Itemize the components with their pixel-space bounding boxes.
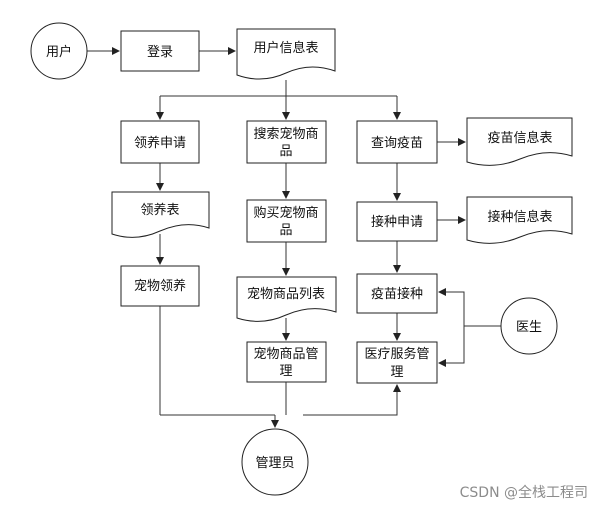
search-pet-label-line2: 品 [279,144,292,159]
buy-pet-label-line2: 品 [279,223,292,238]
search-pet-label-line1: 搜索宠物商 [253,126,318,142]
user-label: 用户 [46,44,72,60]
pet-list-table-node: 宠物商品列表 [236,276,337,322]
buy-pet-label-line1: 购买宠物商 [253,205,318,221]
vaccine-info-table-node: 疫苗信息表 [466,117,573,166]
vacc-info-table-node: 接种信息表 [466,196,573,244]
doctor-label: 医生 [516,320,542,335]
user-node: 用户 [30,22,88,80]
search-pet-node: 搜索宠物商 品 [246,120,327,164]
vaccine-info-table-label: 疫苗信息表 [487,130,552,146]
doctor-node: 医生 [500,297,558,355]
adopt-table-node: 领养表 [111,191,210,238]
pet-mgmt-label-line2: 理 [279,364,292,379]
edge-doctor-vaccinate [438,288,501,327]
user-info-table-label: 用户信息表 [253,40,318,56]
pet-adopt-node: 宠物领养 [120,265,200,307]
pet-mgmt-node: 宠物商品管 理 [246,341,327,383]
edge-doctor-medical [438,326,465,367]
pet-adopt-label: 宠物领养 [134,278,186,294]
vacc-info-table-label: 接种信息表 [487,209,552,225]
adopt-apply-label: 领养申请 [134,135,186,151]
query-vaccine-node: 查询疫苗 [356,120,438,164]
medical-mgmt-label-line1: 医疗服务管 [364,346,429,362]
pet-mgmt-label-line1: 宠物商品管 [253,346,318,362]
admin-node: 管理员 [241,428,309,496]
user-info-table-node: 用户信息表 [236,28,336,80]
adopt-apply-node: 领养申请 [120,120,200,164]
admin-label: 管理员 [255,456,294,471]
buy-pet-node: 购买宠物商 品 [246,199,327,243]
vacc-apply-label: 接种申请 [371,214,423,230]
pet-list-table-label: 宠物商品列表 [247,286,325,302]
adopt-table-label: 领养表 [140,202,179,218]
edge-admin-medical [303,384,401,416]
watermark: CSDN @全栈工程司 [460,484,588,501]
login-label: 登录 [147,45,173,60]
vacc-apply-node: 接种申请 [356,201,438,242]
medical-mgmt-label-line2: 理 [390,365,403,380]
medical-mgmt-node: 医疗服务管 理 [356,341,438,384]
vaccinate-node: 疫苗接种 [356,273,438,314]
query-vaccine-label: 查询疫苗 [371,135,423,151]
edges [87,47,501,428]
login-node: 登录 [120,30,200,72]
vaccinate-label: 疫苗接种 [371,286,423,302]
